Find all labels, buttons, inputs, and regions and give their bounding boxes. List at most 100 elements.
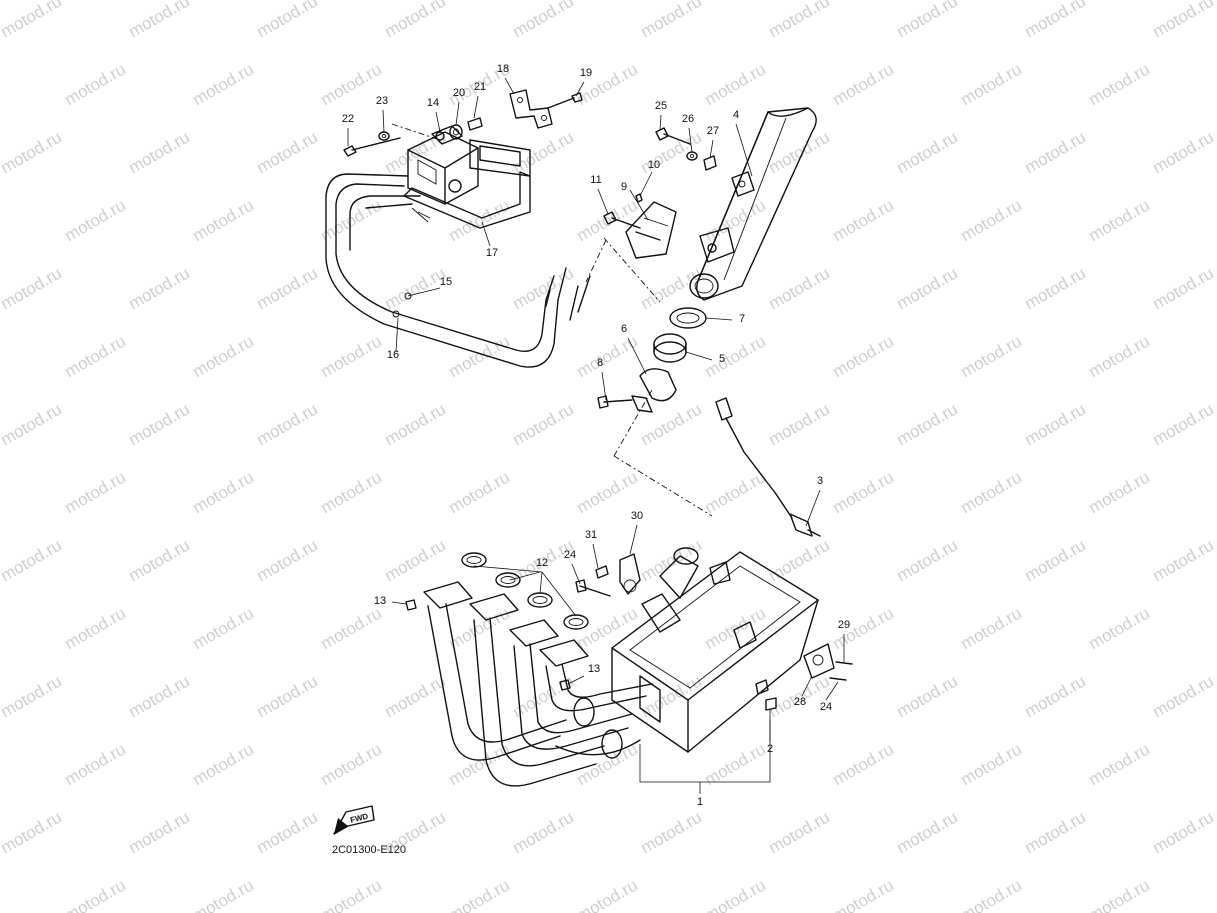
callout-20: 20 (453, 87, 465, 99)
watermark-text: motod.ru (1021, 0, 1089, 41)
watermark-text: motod.ru (765, 0, 833, 41)
leader-line-12-1 (539, 571, 543, 595)
watermark-text: motod.ru (0, 127, 65, 177)
watermark-text: motod.ru (253, 0, 321, 41)
watermark-text: motod.ru (253, 807, 321, 857)
watermark-text: motod.ru (573, 331, 641, 381)
servo-motor-assembly (325, 89, 591, 368)
callout-24b: 24 (820, 701, 832, 713)
leader-line-21 (473, 95, 479, 119)
leader-line-16 (395, 317, 399, 353)
watermark-text: motod.ru (893, 399, 961, 449)
watermark-text: motod.ru (765, 127, 833, 177)
exhaust-header-assembly (405, 547, 853, 792)
watermark-text: motod.ru (765, 535, 833, 585)
leader-line-26 (688, 127, 693, 153)
leader-line-17 (481, 221, 491, 247)
watermark-text: motod.ru (317, 331, 385, 381)
watermark-text: motod.ru (125, 127, 193, 177)
watermark-text: motod.ru (1149, 399, 1217, 449)
watermark-text: motod.ru (0, 0, 65, 41)
watermark-text: motod.ru (637, 0, 705, 41)
watermark-text: motod.ru (0, 535, 65, 585)
watermark-text: motod.ru (573, 603, 641, 653)
leader-line-31 (592, 543, 599, 569)
callout-29: 29 (838, 619, 850, 631)
watermark-text: motod.ru (0, 263, 65, 313)
callout-22: 22 (342, 113, 354, 125)
watermark-text: motod.ru (829, 59, 897, 109)
callout-21: 21 (474, 81, 486, 93)
watermark-text: motod.ru (317, 59, 385, 109)
watermark-text: motod.ru (957, 875, 1025, 913)
leader-line-13b (567, 675, 585, 685)
watermark-text: motod.ru (509, 807, 577, 857)
leader-line-13a (391, 601, 407, 605)
watermark-text: motod.ru (61, 195, 129, 245)
watermark-text: motod.ru (1021, 263, 1089, 313)
watermark-text: motod.ru (0, 671, 65, 721)
watermark-text: motod.ru (317, 739, 385, 789)
callout-17: 17 (486, 247, 498, 259)
watermark-text: motod.ru (701, 331, 769, 381)
callout-10: 10 (648, 159, 660, 171)
watermark-text: motod.ru (509, 399, 577, 449)
callout-11: 11 (590, 174, 601, 186)
callout-25: 25 (655, 100, 667, 112)
leader-line-5 (685, 351, 713, 361)
callout-13b: 13 (588, 663, 600, 675)
callout-24a: 24 (564, 549, 576, 561)
callout-31: 31 (585, 529, 597, 541)
watermark-text: motod.ru (829, 331, 897, 381)
watermark-text: motod.ru (701, 195, 769, 245)
watermark-text: motod.ru (1149, 807, 1217, 857)
watermark-text: motod.ru (893, 671, 961, 721)
watermark-text: motod.ru (189, 739, 257, 789)
watermark-text: motod.ru (445, 467, 513, 517)
callout-3: 3 (817, 475, 823, 487)
watermark-text: motod.ru (317, 875, 385, 913)
watermark-text: motod.ru (61, 331, 129, 381)
watermark-text: motod.ru (637, 535, 705, 585)
callout-19: 19 (580, 67, 592, 79)
watermark-text: motod.ru (829, 467, 897, 517)
callout-16: 16 (387, 349, 399, 361)
watermark-text: motod.ru (957, 467, 1025, 517)
watermark-text: motod.ru (125, 535, 193, 585)
watermark-text: motod.ru (253, 127, 321, 177)
watermark-text: motod.ru (1149, 671, 1217, 721)
leader-line-12-0 (473, 565, 543, 573)
watermark-text: motod.ru (317, 195, 385, 245)
leader-line-24a (571, 563, 581, 585)
watermark-text: motod.ru (125, 671, 193, 721)
callout-7: 7 (739, 313, 745, 325)
watermark-text: motod.ru (1085, 739, 1153, 789)
watermark-text: motod.ru (637, 263, 705, 313)
watermark-text: motod.ru (1021, 127, 1089, 177)
watermark-text: motod.ru (61, 739, 129, 789)
watermark-text: motod.ru (1149, 127, 1217, 177)
watermark-text: motod.ru (893, 127, 961, 177)
leader-line-30 (629, 524, 638, 555)
watermark-text: motod.ru (125, 399, 193, 449)
watermark-text: motod.ru (765, 399, 833, 449)
callout-12: 12 (536, 557, 548, 569)
watermark-text: motod.ru (829, 195, 897, 245)
watermark-text: motod.ru (957, 59, 1025, 109)
watermark-text: motod.ru (701, 59, 769, 109)
watermark-text: motod.ru (1085, 331, 1153, 381)
watermark-text: motod.ru (573, 875, 641, 913)
leader-line-10 (639, 171, 653, 197)
watermark-text: motod.ru (253, 399, 321, 449)
callout-26: 26 (682, 113, 694, 125)
watermark-text: motod.ru (1021, 535, 1089, 585)
watermark-text: motod.ru (61, 603, 129, 653)
callout-15: 15 (440, 276, 452, 288)
watermark-text: motod.ru (253, 671, 321, 721)
watermark-text: motod.ru (1085, 195, 1153, 245)
watermark-text: motod.ru (957, 603, 1025, 653)
watermark-text: motod.ru (893, 807, 961, 857)
leader-line-23 (382, 109, 385, 133)
